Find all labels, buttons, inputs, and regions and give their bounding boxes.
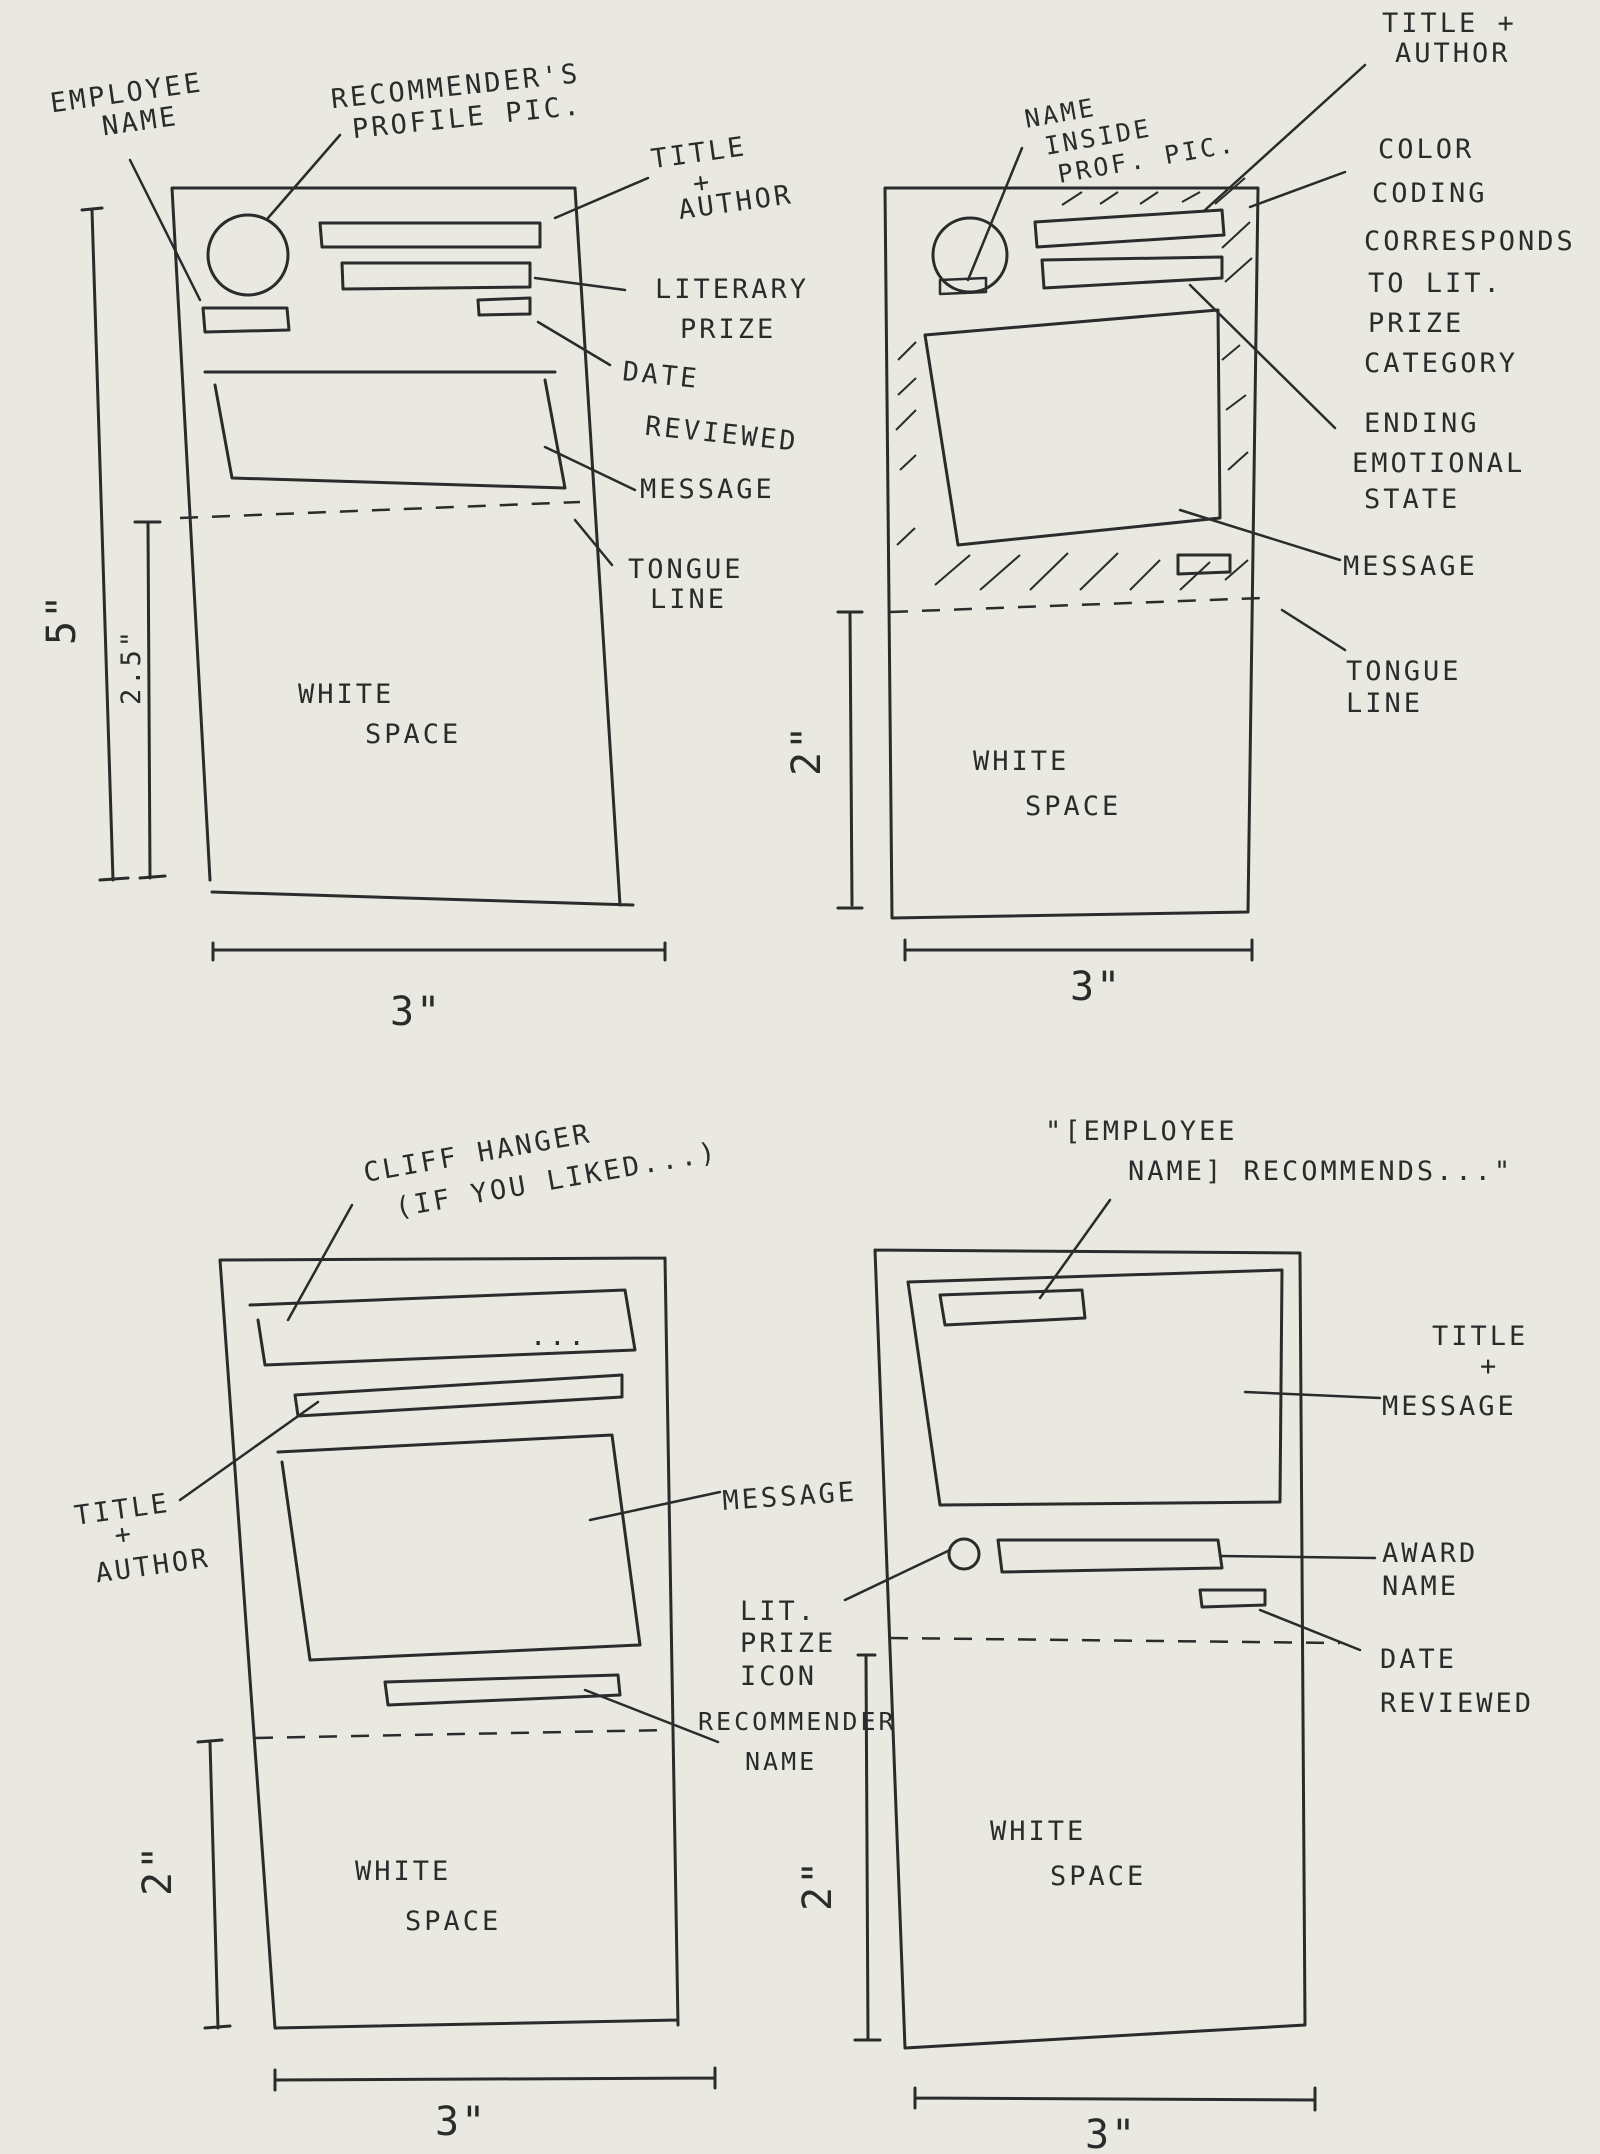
sketch1-width-dim (211, 941, 667, 962)
sketch1-tongue-line-label: TONGUE LINE (628, 554, 763, 615)
sketch1-lower-height-dim (133, 520, 167, 880)
sketch3-width-label: 3" (435, 2099, 487, 2145)
sketch1-literary-prize-label: LITERARY PRIZE (655, 274, 828, 345)
sketch4-width-label: 3" (1085, 2112, 1137, 2154)
sketch1-employee-name-label: EMPLOYEE NAME (48, 65, 228, 150)
sketch1-title-author-label: TITLE + AUTHOR (649, 126, 795, 229)
sketch2-name-inside-label: NAME INSIDE PROF. PIC. (1022, 70, 1238, 193)
sketch3-message-box (276, 1433, 642, 1662)
sketch4-award-name-box (996, 1538, 1224, 1574)
sketch4-height-dim (853, 1653, 882, 2042)
sketch4-recommends-bar (938, 1288, 1087, 1327)
sketch1-leader-lines (128, 133, 650, 567)
sketch2-message-box (923, 308, 1222, 547)
sketch3-title-author-label: TITLE + AUTHOR (72, 1483, 212, 1591)
sketch4-employee-recommends-label: "[EMPLOYEE NAME] RECOMMENDS..." (1045, 1116, 1513, 1187)
sketch1-lower-height-label: 2.5" (116, 628, 147, 705)
sketch3-recommender-name-label: RECOMMENDER NAME (698, 1707, 915, 1776)
sketch1-employee-name-box (201, 306, 291, 334)
sketch-2: NAME INSIDE PROF. PIC. TITLE + AUTHOR CO… (784, 8, 1595, 1010)
sketch2-message-label: MESSAGE (1343, 551, 1478, 582)
sketch4-date-box (1198, 1588, 1267, 1609)
sketch2-leader-lines (966, 63, 1367, 652)
sketch3-ellipsis: ... (530, 1321, 588, 1352)
sketch1-message-label: MESSAGE (640, 474, 775, 505)
sketch2-title-box (1033, 208, 1226, 249)
sketch1-message-box (203, 370, 567, 490)
sketch4-title-message-box (906, 1268, 1284, 1507)
sketch2-width-label: 3" (1070, 964, 1122, 1010)
sketch1-card-outline (170, 186, 635, 907)
sketch2-width-dim (903, 938, 1254, 962)
sketch2-ending-state-box (1040, 255, 1224, 290)
sketch2-ending-state-label: ENDING EMOTIONAL STATE (1352, 408, 1545, 515)
sketch4-card-outline (873, 1248, 1307, 2050)
sketch4-leader-lines (843, 1198, 1382, 1652)
sketch3-tongue-line (254, 1728, 669, 1740)
sketch2-card-outline (883, 186, 1260, 920)
sketch3-width-dim (273, 2066, 717, 2092)
sketch1-date-box (476, 296, 532, 317)
sketch1-height-label: 5" (39, 593, 85, 645)
sketch4-lit-prize-icon-label: LIT. PRIZE ICON (740, 1596, 856, 1692)
sketch4-tongue-line (889, 1636, 1341, 1645)
sketch-1: EMPLOYEE NAME RECOMMENDER'S PROFILE PIC.… (39, 56, 828, 1035)
sketch4-height-label: 2" (795, 1859, 841, 1911)
sketch3-cliff-hanger-label: CLIFF HANGER (IF YOU LIKED...) (361, 1097, 720, 1228)
sketch4-title-message-label: TITLE + MESSAGE (1382, 1321, 1548, 1422)
sketch1-profile-pic-label: RECOMMENDER'S PROFILE PIC. (330, 56, 605, 147)
sketch3-leader-lines (178, 1203, 722, 1744)
sketch2-title-author-label: TITLE + AUTHOR (1382, 8, 1536, 69)
sketch4-date-reviewed-label: DATE REVIEWED (1380, 1644, 1534, 1719)
sketch4-lit-prize-icon (947, 1537, 981, 1571)
sketch1-title-box (318, 221, 542, 249)
sketch2-tongue-line (889, 596, 1263, 614)
sketch3-recommender-box (383, 1673, 622, 1707)
sketch-4: "[EMPLOYEE NAME] RECOMMENDS..." TITLE + … (740, 1116, 1548, 2154)
sketch2-color-coding-label: COLOR CODING CORRESPONDS TO LIT. PRIZE C… (1364, 134, 1595, 379)
sketch2-hatch (895, 177, 1253, 591)
sketch4-width-dim (913, 2086, 1317, 2112)
sketch3-title-box (293, 1373, 624, 1418)
sketch3-height-label: 2" (135, 1844, 181, 1896)
sketch1-date-reviewed-label: DATE REVIEWED (616, 356, 806, 458)
sketch2-tongue-line-label: TONGUE LINE (1346, 656, 1481, 719)
sketch3-cliff-hanger-box (248, 1288, 637, 1367)
sketch1-prize-box (340, 261, 532, 291)
sketch3-message-label: MESSAGE (721, 1477, 858, 1517)
sketch2-name-box (938, 276, 988, 296)
sketch2-height-label: 2" (784, 724, 830, 776)
sketch2-height-dim (836, 610, 864, 910)
sketch1-tongue-line (179, 500, 581, 520)
sketch4-white-space-label: WHITE SPACE (990, 1816, 1146, 1892)
sketch1-profile-pic-circle (206, 213, 290, 297)
sketch1-height-dim (80, 206, 130, 882)
sketch1-white-space-label: WHITE SPACE (298, 679, 461, 750)
sketch2-white-space-label: WHITE SPACE (973, 746, 1121, 822)
sketch1-width-label: 3" (390, 989, 442, 1035)
sketch3-height-dim (196, 1738, 232, 2030)
sketch2-small-box (1176, 553, 1232, 576)
sketch3-white-space-label: WHITE SPACE (355, 1856, 501, 1937)
sketch3-card-outline (218, 1256, 680, 2030)
sketch4-award-name-label: AWARD NAME (1382, 1538, 1498, 1602)
